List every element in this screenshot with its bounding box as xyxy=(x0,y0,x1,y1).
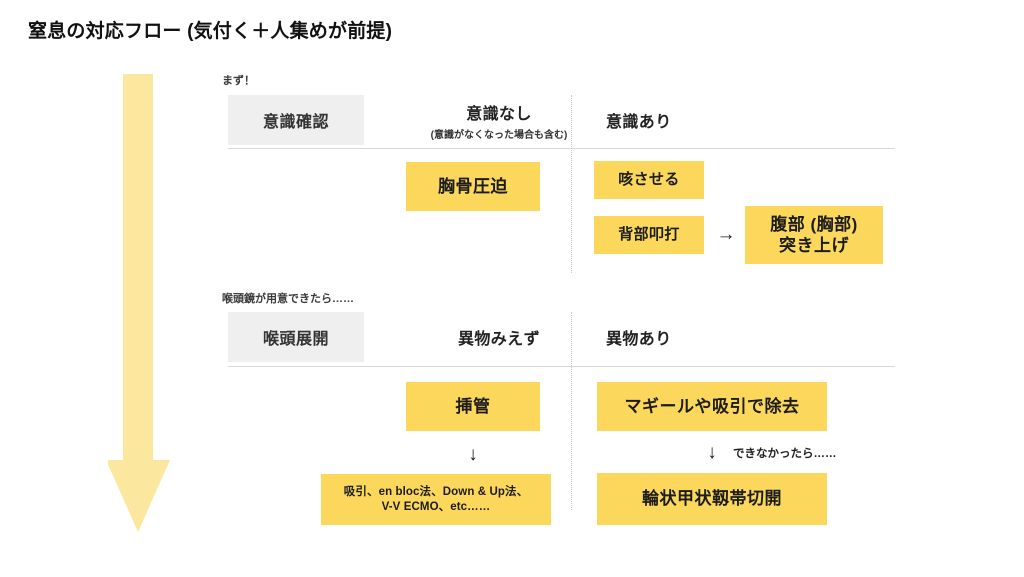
section-2-vertical-divider xyxy=(571,312,573,510)
box-line-2: V-V ECMO、etc…… xyxy=(381,500,491,513)
column-head-main: 意識あり xyxy=(606,114,672,131)
box-cricothyrotomy[interactable]: 輪状甲状靱帯切開 xyxy=(597,473,827,525)
column-head-main: 意識なし xyxy=(466,105,532,123)
column-head-main: 異物あり xyxy=(606,331,672,348)
box-suction-techniques[interactable]: 吸引、en bloc法、Down & Up法、 V-V ECMO、etc…… xyxy=(321,474,551,525)
section-1-note: まず！ xyxy=(222,75,255,87)
box-back-blows[interactable]: 背部叩打 xyxy=(594,216,704,254)
section-2-column-head-no-foreign-body: 異物みえず xyxy=(404,312,594,362)
section-1-chip-consciousness-check: 意識確認 xyxy=(228,95,364,145)
column-head-sub: (意識がなくなった場合も含む) xyxy=(430,129,568,141)
column-head-main: 異物みえず xyxy=(457,331,540,348)
page-title: 窒息の対応フロー (気付く＋人集めが前提) xyxy=(28,21,393,42)
section-1-column-head-conscious: 意識あり xyxy=(606,95,836,145)
right-arrow-note: できなかったら…… xyxy=(733,448,837,460)
box-intubation[interactable]: 挿管 xyxy=(406,382,540,431)
section-2-chip-laryngeal-exposure: 喉頭展開 xyxy=(228,312,364,362)
box-remove-with-magill-or-suction[interactable]: マギールや吸引で除去 xyxy=(597,382,827,431)
section-2-horizontal-rule xyxy=(228,366,895,367)
section-1-horizontal-rule xyxy=(228,148,895,149)
arrow-right-icon: → xyxy=(716,224,736,245)
box-make-cough[interactable]: 咳させる xyxy=(594,161,704,199)
section-2-note: 喉頭鏡が用意できたら…… xyxy=(222,293,354,305)
arrow-down-icon-right: ↓ xyxy=(707,442,717,463)
section-1-column-head-unconscious: 意識なし (意識がなくなった場合も含む) xyxy=(404,95,594,145)
box-chest-compression[interactable]: 胸骨圧迫 xyxy=(406,162,540,211)
section-1-vertical-divider xyxy=(571,95,573,273)
section-2-header-row: 喉頭展開 異物みえず 異物あり xyxy=(228,312,895,362)
section-2-column-head-foreign-body: 異物あり xyxy=(606,312,836,362)
downward-flow-arrow-icon xyxy=(106,74,172,532)
arrow-down-icon-middle: ↓ xyxy=(468,444,478,465)
box-abdominal-thrust[interactable]: 腹部 (胸部) 突き上げ xyxy=(745,206,883,264)
section-1-header-row: 意識確認 意識なし (意識がなくなった場合も含む) 意識あり xyxy=(228,95,895,145)
box-line-1: 吸引、en bloc法、Down & Up法、 xyxy=(343,486,529,499)
